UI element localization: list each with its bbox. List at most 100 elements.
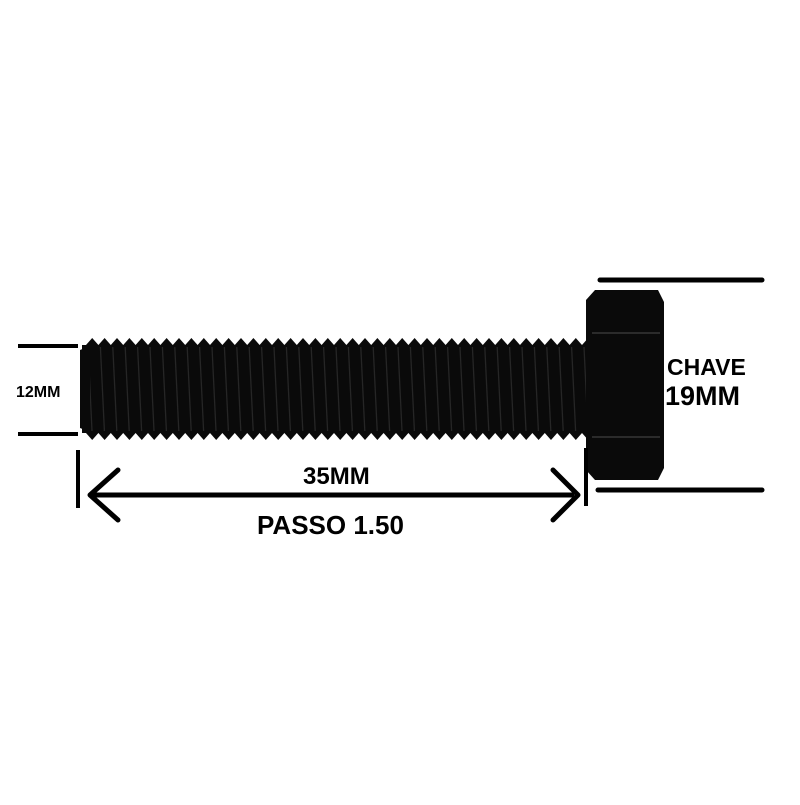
thread-groove	[558, 346, 564, 432]
thread-groove	[99, 346, 106, 432]
thread-crest-top	[135, 338, 148, 345]
thread-crest-bottom	[482, 433, 496, 440]
thread-crest-top	[123, 338, 136, 345]
thread-groove	[446, 346, 453, 432]
thread-crest-bottom	[569, 433, 582, 440]
thread-crest-top	[358, 338, 372, 345]
thread-crest-top	[495, 338, 508, 345]
bolt-head	[586, 290, 664, 480]
thread-crest-top	[321, 338, 334, 345]
thread-crest-top	[482, 338, 496, 345]
thread-crest-top	[148, 338, 161, 345]
thread-crest-bottom	[495, 433, 508, 440]
thread-crest-top	[458, 338, 471, 345]
thread-crest-bottom	[234, 433, 248, 440]
thread-crest-top	[309, 338, 322, 345]
thread-crest-top	[160, 338, 173, 345]
thread-crest-bottom	[135, 433, 148, 440]
thread-groove	[397, 346, 403, 432]
thread-crest-top	[272, 338, 285, 345]
thread-crest-top	[284, 338, 297, 345]
thread-groove	[211, 346, 217, 432]
thread-crest-bottom	[148, 433, 161, 440]
thread-crest-bottom	[507, 433, 520, 440]
diameter-dimension	[18, 344, 78, 436]
thread-crest-top	[185, 338, 198, 345]
thread-groove	[384, 346, 391, 432]
thread-groove	[248, 346, 254, 432]
thread-crest-top	[210, 338, 223, 345]
thread-crest-bottom	[197, 433, 210, 440]
thread-groove	[409, 346, 416, 432]
thread-groove	[533, 346, 540, 432]
thread-groove	[508, 346, 515, 432]
thread-groove	[136, 346, 143, 432]
thread-crest-top	[544, 338, 558, 345]
thread-crest-bottom	[222, 433, 235, 440]
thread-groove	[298, 346, 304, 432]
thread-groove	[149, 346, 155, 432]
thread-crest-top	[110, 338, 124, 345]
thread-groove	[223, 346, 230, 432]
thread-crest-top	[383, 338, 396, 345]
thread-crest-bottom	[358, 433, 372, 440]
thread-crest-bottom	[272, 433, 285, 440]
thread-crest-bottom	[445, 433, 458, 440]
thread-crest-top	[334, 338, 347, 345]
thread-groove	[198, 346, 205, 432]
thread-crest-bottom	[433, 433, 446, 440]
bolt-tip	[80, 346, 90, 432]
thread-groove	[521, 346, 527, 432]
thread-crest-top	[172, 338, 186, 345]
thread-crest-top	[396, 338, 409, 345]
thread-crest-bottom	[296, 433, 310, 440]
thread-groove	[496, 346, 502, 432]
thread-groove	[546, 346, 552, 432]
thread-crest-bottom	[123, 433, 136, 440]
thread-groove	[273, 346, 279, 432]
thread-groove	[484, 346, 490, 432]
thread-crest-top	[532, 338, 545, 345]
thread-crest-top	[296, 338, 310, 345]
thread-crest-bottom	[408, 433, 421, 440]
thread-crest-top	[259, 338, 272, 345]
thread-crest-bottom	[172, 433, 186, 440]
thread-crest-bottom	[346, 433, 359, 440]
thread-crest-top	[234, 338, 248, 345]
thread-groove	[360, 346, 366, 432]
thread-crest-top	[433, 338, 446, 345]
length-arrow-right-head	[550, 467, 581, 523]
thread-crest-bottom	[371, 433, 384, 440]
thread-crest-top	[520, 338, 533, 345]
diameter-label: 12MM	[16, 384, 61, 401]
thread-crest-top	[98, 338, 111, 345]
thread-crest-bottom	[396, 433, 409, 440]
length-dimension	[76, 448, 588, 523]
thread-crest-bottom	[520, 433, 533, 440]
thread-crest-bottom	[160, 433, 173, 440]
thread-groove	[459, 346, 465, 432]
pitch-label: PASSO 1.50	[257, 510, 404, 540]
thread-crest-bottom	[86, 433, 99, 440]
thread-groove	[124, 346, 130, 432]
thread-crest-top	[197, 338, 210, 345]
thread-crest-top	[86, 338, 99, 345]
thread-crest-bottom	[247, 433, 260, 440]
thread-crest-top	[420, 338, 434, 345]
thread-crest-top	[222, 338, 235, 345]
thread-groove	[347, 346, 354, 432]
thread-groove	[174, 346, 180, 432]
thread-crest-bottom	[210, 433, 223, 440]
thread-groove	[335, 346, 341, 432]
thread-groove	[186, 346, 192, 432]
thread-crest-top	[569, 338, 582, 345]
thread-groove	[161, 346, 168, 432]
thread-crest-bottom	[334, 433, 347, 440]
thread-crest-bottom	[470, 433, 483, 440]
thread-crest-bottom	[309, 433, 322, 440]
thread-groove	[285, 346, 292, 432]
thread-crest-top	[371, 338, 384, 345]
thread-crest-bottom	[185, 433, 198, 440]
thread-groove	[112, 346, 118, 432]
